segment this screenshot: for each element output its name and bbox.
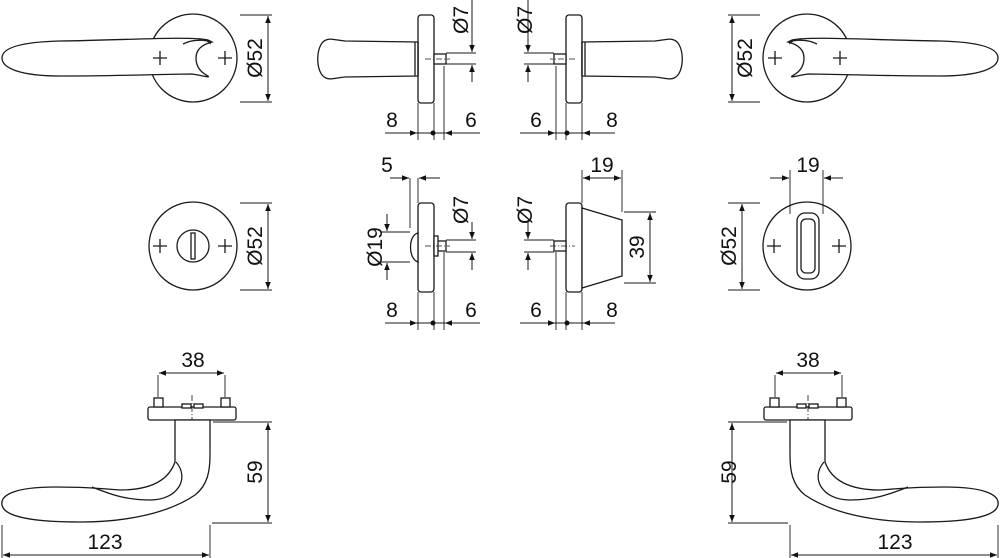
wc-side-right-cylinder-width: 19 [590,154,613,177]
wc-side-view-left [380,175,480,330]
wc-side-left-rose-thickness: 8 [386,299,398,322]
wc-side-view-right [520,170,656,330]
lever-profile-right-projection: 59 [718,460,741,483]
lever-profile-right-length: 123 [877,531,912,554]
lever-side-right-spindle-length: 6 [530,109,542,132]
lever-front-view-right [762,13,999,103]
lever-side-right-rose-thickness: 8 [606,109,618,132]
wc-front-left-diameter: Ø52 [244,226,267,266]
wc-side-left-spindle: Ø7 [450,196,473,224]
wc-front-right-diameter: Ø52 [718,226,741,266]
lever-front-view [1,13,238,103]
wc-side-right-cylinder-height: 39 [626,235,649,258]
lever-front-right-diameter: Ø52 [734,38,757,78]
lever-profile-view-right [728,373,998,558]
wc-turn-front-view [728,170,852,291]
lever-profile-left-projection: 59 [244,460,267,483]
wc-side-left-knob-offset: 5 [381,154,393,177]
wc-side-left-spindle-length: 6 [465,299,477,322]
lever-side-left-spindle-length: 6 [465,109,477,132]
lever-side-left-spindle: Ø7 [450,6,473,34]
wc-side-left-knob-diameter: Ø19 [364,227,387,267]
wc-side-right-spindle-length: 6 [530,299,542,322]
lever-profile-left-screw-spacing: 38 [181,349,204,372]
wc-side-right-rose-thickness: 8 [606,299,618,322]
lever-side-left-rose-thickness: 8 [386,109,398,132]
wc-front-right-turn-width: 19 [796,154,819,177]
lever-profile-left-length: 123 [87,531,122,554]
lever-side-right-spindle: Ø7 [514,6,537,34]
wc-side-right-spindle: Ø7 [514,196,537,224]
lever-front-left-diameter: Ø52 [244,38,267,78]
wc-rose-front-view [148,201,272,291]
lever-side-view-right [549,14,683,104]
lever-profile-view [1,370,272,558]
lever-side-view [317,14,450,104]
lever-profile-right-screw-spacing: 38 [796,349,819,372]
